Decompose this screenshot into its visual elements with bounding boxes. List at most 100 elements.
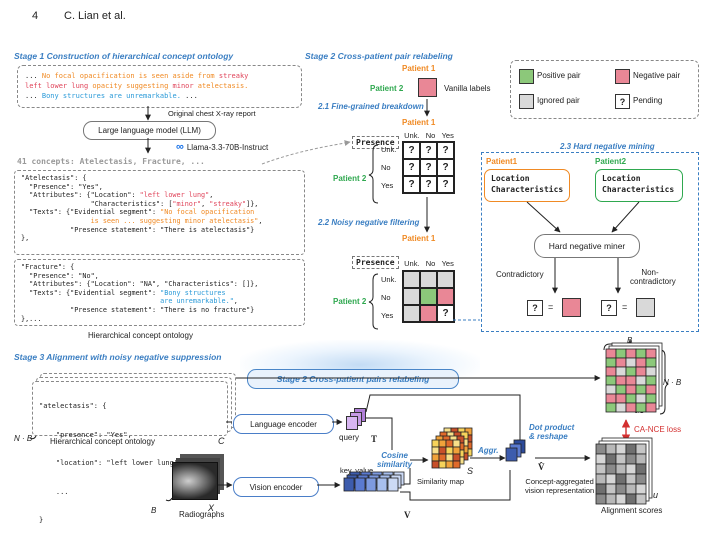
u-cell <box>595 483 607 495</box>
section-2-2: 2.2 Noisy negative filtering <box>318 218 420 227</box>
llm-model-name: Llama-3.3-70B-Instruct <box>186 142 269 152</box>
code-line: "presence": "Yes", <box>39 430 132 439</box>
m-cell <box>635 348 647 359</box>
m-cell <box>645 375 657 386</box>
stage1-title: Stage 1 Construction of hierarchical con… <box>14 51 234 61</box>
u-cell <box>635 443 647 455</box>
pending-cell: ? <box>437 305 454 322</box>
stage2-banner: Stage 2 Cross-patient pairs relabeling <box>247 369 459 389</box>
t-symbol: T <box>371 434 378 444</box>
code-line: "Presence": "No", <box>21 271 99 280</box>
u-cell <box>605 443 617 455</box>
hard-negative-miner: Hard negative miner <box>534 234 640 258</box>
stage2-title: Stage 2 Cross-patient pair relabeling <box>305 51 453 61</box>
ignored-cell <box>437 271 454 288</box>
report-box: ... No focal opacification is seen aside… <box>17 65 302 108</box>
patient1-label-b: Patient 1 <box>402 118 436 127</box>
vhat-cubes <box>505 439 526 462</box>
atelectasis-code: "Atelectasis": { "Presence": "Yes", "Att… <box>21 174 262 243</box>
u-cell <box>625 483 637 495</box>
vanilla-label: Vanilla labels <box>444 84 491 93</box>
m-cell <box>625 366 637 377</box>
brace-ontology <box>29 435 37 440</box>
ignored-swatch <box>519 94 534 109</box>
language-encoder: Language encoder <box>233 414 334 434</box>
section-2-1: 2.1 Fine-grained breakdown <box>318 102 424 111</box>
agg-caption: Concept-aggregated vision representation <box>525 477 594 495</box>
fracture-code: "Fracture": { "Presence": "No", "Attribu… <box>21 263 258 323</box>
legend-ignored: Ignored pair <box>537 96 580 105</box>
m-cell <box>625 348 637 359</box>
u-cell <box>615 473 627 485</box>
code-line: is seen ... suggesting minor atelectasis… <box>21 216 263 225</box>
row-headers-b: Unk. No Yes <box>381 145 396 190</box>
u-cell <box>595 493 607 505</box>
u-cell <box>615 463 627 475</box>
loss-label: CA-NCE loss <box>634 425 682 434</box>
report-caption: Original chest X-ray report <box>168 109 256 118</box>
u-cell <box>635 493 647 505</box>
simmap-cell <box>438 453 447 462</box>
legend-pending: Pending <box>633 96 663 105</box>
m-cell <box>645 384 657 395</box>
x-symbol: X <box>208 503 215 513</box>
query-label: query <box>339 433 360 442</box>
simmap-cell <box>452 453 461 462</box>
nb-label-right: N · B <box>663 378 682 387</box>
u-cell <box>595 453 607 465</box>
pending-swatch: ? <box>615 94 630 109</box>
m-cell <box>645 357 657 368</box>
line-v-dot <box>400 470 511 501</box>
cosine-word: Cosine <box>381 451 408 460</box>
cosine-label: Cosine similarity <box>377 451 412 469</box>
m-cell <box>605 348 617 359</box>
simmap-cell <box>438 439 447 448</box>
arrow-p1-miner <box>526 201 561 233</box>
m-cell <box>635 393 647 404</box>
brace-patient2-b <box>368 144 379 204</box>
contradictory-label: Contradictory <box>496 270 544 279</box>
m-cell <box>615 348 627 359</box>
noncontra-line2: contradictory <box>630 277 676 286</box>
kv-cube <box>387 477 399 492</box>
pending-cell: ? <box>420 142 437 159</box>
u-matrix <box>595 437 653 505</box>
row-yes: Yes <box>381 181 394 190</box>
code-line: } <box>39 516 44 524</box>
m-cell <box>625 402 637 413</box>
col-unk: Unk. <box>404 131 420 140</box>
u-cell <box>615 443 627 455</box>
simmap-cell <box>438 460 447 469</box>
patient2-label-a: Patient 2 <box>370 84 404 93</box>
nb-label-left: N · B <box>14 434 33 443</box>
similarity-word: similarity <box>377 460 413 469</box>
simmap-cell <box>452 439 461 448</box>
code-line: "Attributes": {"Location": "NA", "Charac… <box>21 280 259 289</box>
m-cell <box>605 357 617 368</box>
ontology-symbol: C <box>218 436 225 446</box>
code-line: ... Bony structures are unremarkable. ..… <box>25 92 198 100</box>
report-text: ... No focal opacification is seen aside… <box>25 71 248 101</box>
m-cell <box>645 402 657 413</box>
code-line: ... <box>39 487 69 496</box>
attr-location: Location <box>491 174 530 183</box>
patient2-label-c: Patient 2 <box>333 297 367 306</box>
legend-box: Positive pair Negative pair Ignored pair… <box>510 60 699 119</box>
hard-ignored-result <box>636 298 655 317</box>
simmap-cell <box>431 439 440 448</box>
simmap-cell <box>445 439 454 448</box>
vision-encoder: Vision encoder <box>233 477 319 497</box>
u-cell <box>625 473 637 485</box>
u-cell <box>615 483 627 495</box>
ignored-cell <box>403 305 420 322</box>
attr-location: Location <box>602 174 641 183</box>
section-2-3: 2.3 Hard negative mining <box>560 142 655 151</box>
m-cell <box>645 348 657 359</box>
alignment-label: Alignment scores <box>601 506 663 515</box>
llm-box: Large language model (LLM) <box>83 121 216 140</box>
code-line: "Presence statement": "There is atelecta… <box>21 225 255 234</box>
radiographs-caption: Radiographs <box>179 510 225 519</box>
u-cell <box>605 453 617 465</box>
hard-pending-a: ? <box>527 300 543 316</box>
